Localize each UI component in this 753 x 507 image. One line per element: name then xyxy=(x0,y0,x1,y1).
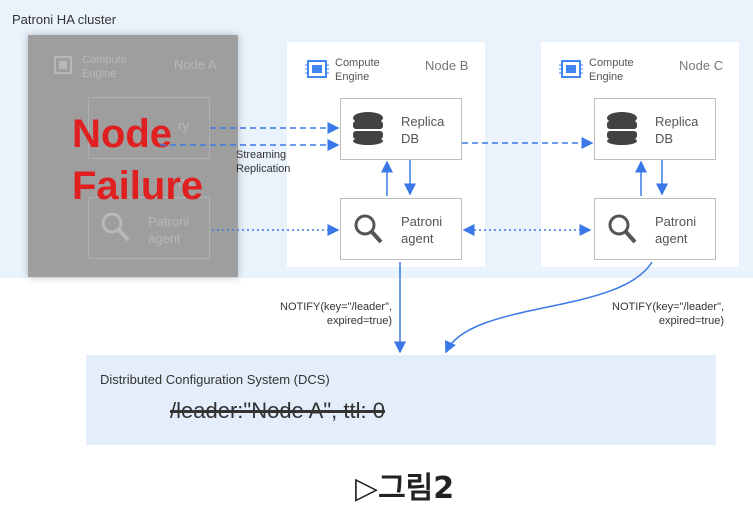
node-failure-line2: Failure xyxy=(72,164,204,208)
node-a-agent-box xyxy=(88,197,210,259)
dcs-panel xyxy=(86,355,716,445)
node-b-panel: Compute Engine Node B Replica DB Patroni… xyxy=(287,42,485,267)
node-c-engine-label: Compute Engine xyxy=(589,57,634,83)
node-c-agent-box: Patroni agent xyxy=(594,198,716,260)
magnifier-icon xyxy=(353,213,383,250)
database-icon xyxy=(351,111,385,152)
node-a-db-label-fragment-2: rve xyxy=(178,174,197,189)
node-a-engine-label: Compute Engine xyxy=(82,54,127,80)
notify-label-b: NOTIFY(key="/leader", expired=true) xyxy=(280,301,393,327)
node-b-db-box: Replica DB xyxy=(340,98,462,160)
figure-caption: ▷그림2 xyxy=(355,471,455,506)
streaming-replication-label: Streaming Replication xyxy=(236,149,291,175)
node-failure-line1: Node xyxy=(72,112,172,156)
node-a-db-label-fragment: ry xyxy=(178,118,189,133)
database-icon xyxy=(605,111,639,152)
node-a-panel: Compute Engine Node A ry rve Patroni age… xyxy=(28,35,238,277)
node-b-agent-label: Patroni agent xyxy=(401,214,443,246)
node-b-db-label: Replica DB xyxy=(401,114,445,146)
node-a-magnifier-icon xyxy=(100,211,130,248)
compute-engine-icon xyxy=(557,56,585,87)
node-c-db-box: Replica DB xyxy=(594,98,716,160)
node-b-agent-box: Patroni agent xyxy=(340,198,462,260)
node-failure-label: Node Failure xyxy=(72,108,203,212)
cluster-title: Patroni HA cluster xyxy=(12,12,117,27)
node-b-name: Node B xyxy=(425,58,469,73)
node-a-db-box xyxy=(88,97,210,159)
node-c-name: Node C xyxy=(679,58,724,73)
node-a-name: Node A xyxy=(174,57,217,72)
magnifier-icon xyxy=(607,213,637,250)
dcs-title: Distributed Configuration System (DCS) xyxy=(100,372,330,387)
dcs-leader-entry: /leader:"Node A", ttl: 0 xyxy=(170,398,385,423)
node-c-db-label: Replica DB xyxy=(655,114,699,146)
compute-engine-icon xyxy=(50,53,76,82)
notify-arrow-c xyxy=(444,261,653,354)
compute-engine-icon xyxy=(303,56,331,87)
node-a-agent-label: Patroni agent xyxy=(148,214,190,246)
node-c-agent-label: Patroni agent xyxy=(655,214,697,246)
node-b-engine-label: Compute Engine xyxy=(335,57,380,83)
notify-label-c: NOTIFY(key="/leader", expired=true) xyxy=(612,301,725,327)
